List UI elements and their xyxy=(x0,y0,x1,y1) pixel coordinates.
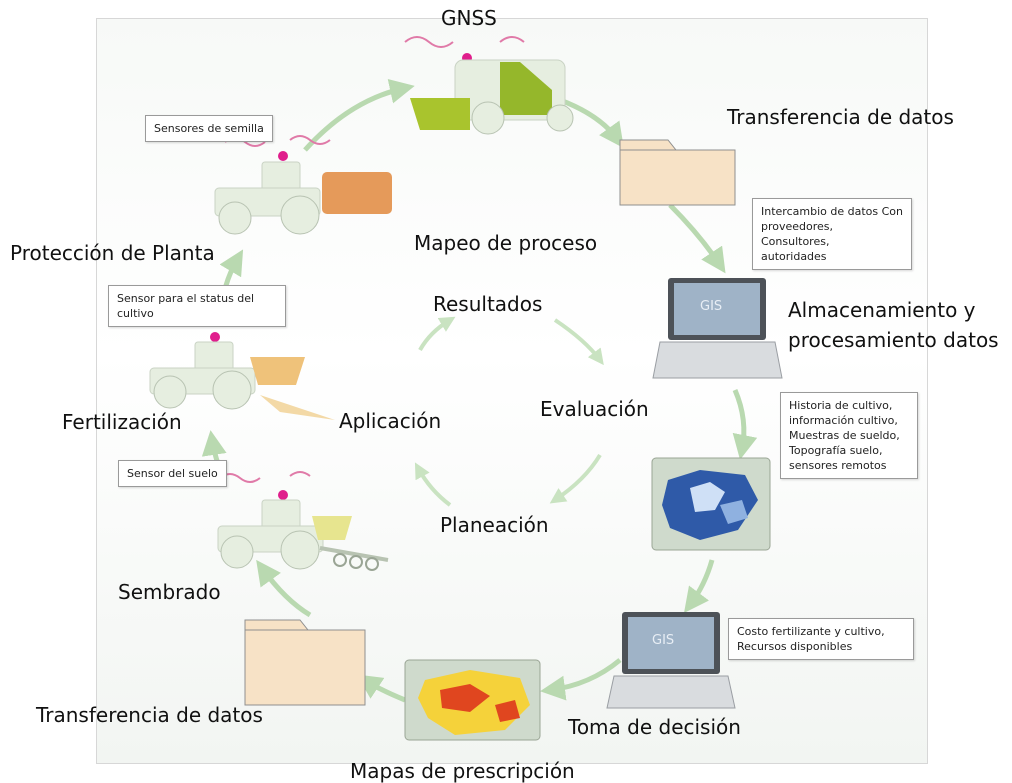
note-seed-sensors: Sensores de semilla xyxy=(145,115,273,142)
label-gnss: GNSS xyxy=(441,6,497,30)
inner-cycle-arrows xyxy=(414,316,604,507)
inner-arrow-3 xyxy=(414,462,452,507)
arrow-folder-to-sowing xyxy=(256,559,312,618)
gis-screen-label-top: GIS xyxy=(700,299,723,314)
fertilizer-tractor-icon xyxy=(149,313,335,420)
label-decision: Toma de decisión xyxy=(568,715,741,739)
seed-tractor-icon xyxy=(214,135,392,235)
inner-arrow-2 xyxy=(549,453,602,504)
note-soil-sensor: Sensor del suelo xyxy=(118,460,227,487)
note-crop-history: Historia de cultivo, información cultivo… xyxy=(780,392,918,479)
note-cost: Costo fertilizante y cultivo, Recursos d… xyxy=(728,618,914,660)
gis-screen-label-bottom: GIS xyxy=(652,633,675,648)
arrow-prescription-to-folder xyxy=(356,674,406,703)
soil-data-map-icon xyxy=(651,457,771,551)
label-storage: Almacenamiento y procesamiento datos xyxy=(788,298,999,352)
arrow-laptop-to-map xyxy=(732,389,758,460)
seeder-tractor-icon xyxy=(217,471,389,571)
label-plant-protection: Protección de Planta xyxy=(10,241,215,265)
combine-harvester-icon xyxy=(404,36,574,135)
arrow-folder-to-laptop xyxy=(668,203,726,274)
label-planning: Planeación xyxy=(440,513,549,537)
label-evaluation: Evaluación xyxy=(540,397,649,421)
arrow-protection-to-gnss xyxy=(303,78,415,152)
laptop-bottom-icon xyxy=(606,612,736,709)
label-results: Resultados xyxy=(433,292,543,316)
note-data-exchange: Intercambio de datos Con proveedores, Co… xyxy=(752,198,912,270)
prescription-map-icon xyxy=(404,659,541,741)
label-prescription-maps: Mapas de prescripción xyxy=(350,759,575,783)
inner-arrow-1 xyxy=(553,318,604,366)
folder-bottom-icon xyxy=(244,619,366,706)
label-transfer-bottom: Transferencia de datos xyxy=(36,703,263,727)
label-application: Aplicación xyxy=(339,409,442,433)
label-sowing: Sembrado xyxy=(118,580,221,604)
arrow-laptop-to-prescription xyxy=(540,658,622,701)
label-transfer-top: Transferencia de datos xyxy=(727,105,954,129)
folder-top-icon xyxy=(619,139,736,206)
label-fertilization: Fertilización xyxy=(62,410,182,434)
laptop-top-icon xyxy=(652,278,783,379)
label-process-mapping: Mapeo de proceso xyxy=(414,231,598,255)
note-crop-status-sensor: Sensor para el status del cultivo xyxy=(108,285,286,327)
inner-arrow-4 xyxy=(418,316,456,351)
arrow-gnss-to-folder xyxy=(559,97,624,149)
arrow-map-to-laptop xyxy=(684,559,715,614)
